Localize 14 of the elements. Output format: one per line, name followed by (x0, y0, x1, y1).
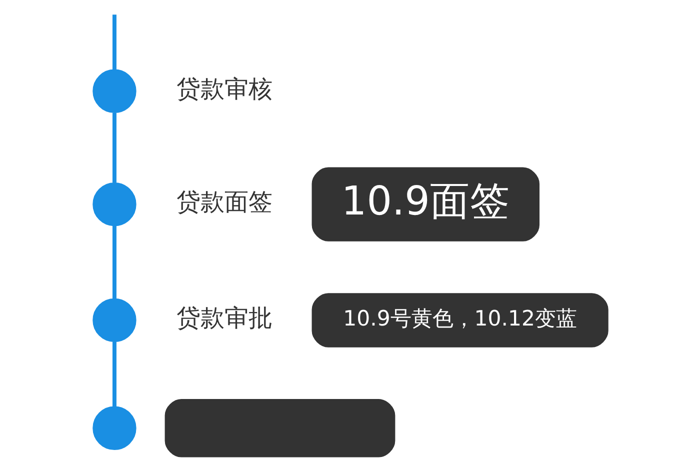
node-label: 贷款审批 (176, 304, 272, 332)
node-circle (92, 182, 136, 226)
node-label: 贷款审核 (176, 74, 272, 103)
connector (112, 342, 116, 407)
connector (112, 14, 116, 70)
node-circle (92, 406, 136, 450)
node-box: 10.9面签 (311, 167, 540, 242)
node-circle (92, 298, 136, 342)
connector (112, 112, 116, 183)
node-box: 10.9号黄色，10.12变蓝 (311, 293, 608, 348)
node-box (164, 399, 395, 458)
node-circle (92, 69, 136, 113)
node-label: 贷款面签 (176, 188, 272, 216)
connector (112, 226, 116, 299)
